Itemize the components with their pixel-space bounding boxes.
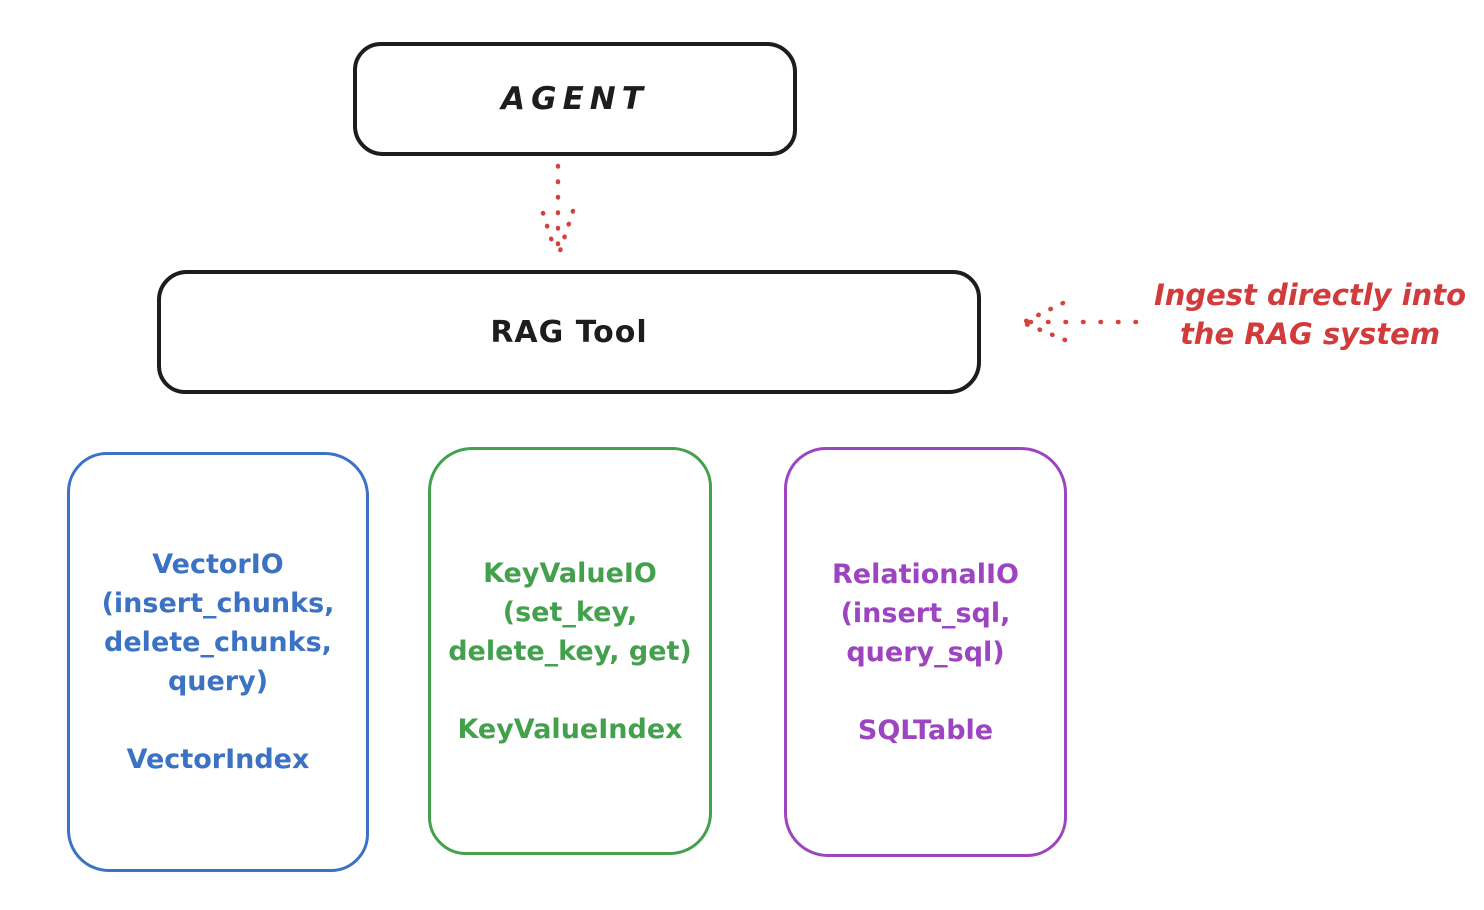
vector-io-title: VectorIO (insert_chunks, delete_chunks, …: [101, 549, 335, 697]
keyvalue-index-label: KeyValueIndex: [457, 713, 683, 745]
relational-io-node: RelationalIO (insert_sql, query_sql) SQL…: [784, 447, 1067, 857]
vector-io-node: VectorIO (insert_chunks, delete_chunks, …: [67, 452, 369, 872]
relational-io-title: RelationalIO (insert_sql, query_sql): [832, 558, 1019, 668]
agent-node: AGENT: [353, 42, 797, 156]
ingest-arrow: [1023, 300, 1139, 343]
sql-table-label: SQLTable: [857, 714, 994, 746]
agent-to-rag-arrow: [540, 163, 576, 254]
agent-label: AGENT: [501, 81, 649, 117]
vector-index-label: VectorIndex: [126, 744, 310, 775]
keyvalue-io-title: KeyValueIO (set_key, delete_key, get): [448, 557, 692, 667]
rag-tool-node: RAG Tool: [157, 270, 981, 394]
ingest-annotation: Ingest directly into the RAG system: [1153, 278, 1467, 351]
keyvalue-io-node: KeyValueIO (set_key, delete_key, get) Ke…: [428, 447, 712, 855]
rag-tool-label: RAG Tool: [490, 314, 648, 350]
